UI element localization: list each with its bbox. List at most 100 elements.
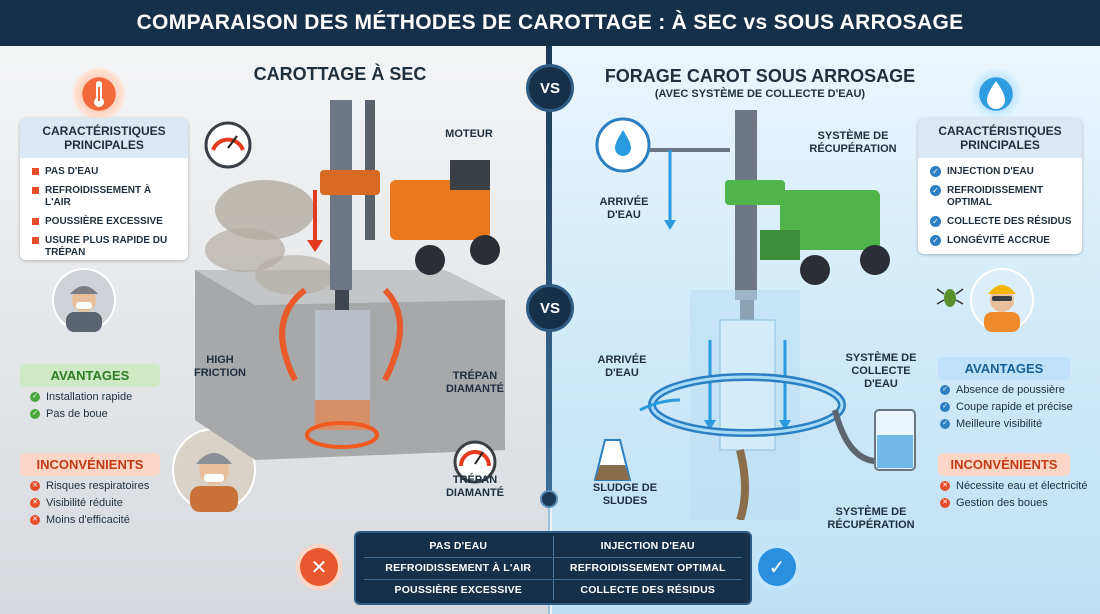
water-inlet-top-label: ARRIVÉE D'EAU	[599, 196, 649, 221]
advantage-text: Meilleure visibilité	[956, 418, 1043, 430]
dry-cell: PAS D'EAU	[429, 540, 488, 552]
wet-heading: FORAGE CAROT SOUS ARROSAGE	[604, 66, 916, 86]
advantage-text: Pas de boue	[46, 408, 108, 420]
list-item: ✓ Pas de boue	[30, 408, 170, 420]
dry-cell: POUSSIÈRE EXCESSIVE	[394, 584, 522, 596]
cross-icon: ✕	[940, 481, 950, 491]
vs-label-top: VS	[539, 79, 560, 97]
drawback-text: Gestion des boues	[956, 497, 1048, 509]
dry-heading: CAROTTAGE À SEC	[253, 64, 427, 84]
list-item: ✕ Visibilité réduite	[30, 497, 180, 509]
drawback-text: Risques respiratoires	[46, 480, 150, 492]
list-item: USURE PLUS RAPIDE DU TRÉPAN	[32, 235, 178, 259]
thermometer-icon	[73, 68, 125, 120]
drawback-text: Visibilité réduite	[46, 497, 123, 509]
cross-icon: ✕	[30, 481, 40, 491]
recovery-system-bottom-label: SYSTÈME DE RÉCUPÉRATION	[827, 506, 915, 531]
table-row: PAS D'EAU INJECTION D'EAU	[364, 536, 742, 556]
advantage-text: Coupe rapide et précise	[956, 401, 1073, 413]
check-icon: ✓	[930, 235, 941, 246]
dry-cell: REFROIDISSEMENT À L'AIR	[385, 562, 532, 574]
motor-label: MOTEUR	[445, 128, 493, 140]
feature-text: PAS D'EAU	[45, 166, 99, 177]
dry-drawbacks-title: INCONVÉNIENTS	[20, 453, 160, 476]
list-item: ✕ Gestion des boues	[940, 497, 1098, 509]
wet-advantages-title: AVANTAGES	[938, 357, 1070, 380]
list-item: ✓ LONGÉVITÉ ACCRUE	[930, 235, 1072, 247]
list-item: ✓Installation rapide	[30, 391, 170, 403]
check-icon: ✓	[930, 216, 941, 227]
feature-text: COLLECTE DES RÉSIDUS	[947, 216, 1072, 227]
thermometer-glyph	[94, 81, 104, 107]
column-separator	[552, 536, 554, 556]
list-item: ✓ Meilleure visibilité	[940, 418, 1090, 430]
list-item: ✓Absence de poussière	[940, 384, 1090, 396]
column-separator	[552, 580, 554, 600]
cross-icon: ✕	[940, 498, 950, 508]
bullet-square-icon	[32, 187, 39, 194]
check-icon: ✓	[30, 409, 40, 419]
wet-features-list: ✓INJECTION D'EAU ✓ REFROIDISSEMENT OPTIMA…	[918, 158, 1082, 260]
worker-mask-avatar	[52, 268, 116, 332]
wet-subheading: (AVEC SYSTÈME DE COLLECTE D'EAU)	[654, 88, 866, 100]
dry-features-title: CARACTÉRISTIQUES PRINCIPALES	[20, 118, 188, 158]
check-icon: ✓	[940, 402, 950, 412]
check-icon: ✓	[930, 185, 941, 196]
wet-drawbacks-list: ✕ Nécessite eau et électricité ✕ Gestion d…	[940, 480, 1098, 514]
table-row: REFROIDISSEMENT À L'AIR REFROIDISSEMENT …	[364, 558, 742, 578]
vs-badge-top: VS	[526, 64, 574, 112]
list-item: ✕ Risques respiratoires	[30, 480, 180, 492]
list-item: PAS D'EAU	[32, 166, 178, 178]
recovery-system-top-label: SYSTÈME DE RÉCUPÉRATION	[809, 130, 897, 155]
water-drop-icon	[970, 68, 1022, 120]
cross-icon: ✕	[30, 515, 40, 525]
drawback-text: Moins d'efficacité	[46, 514, 130, 526]
vs-label-middle: VS	[539, 299, 560, 317]
drawback-text: Nécessite eau et électricité	[956, 480, 1088, 492]
feature-text: REFROIDISSEMENT À L'AIR	[45, 185, 152, 208]
wet-check-badge-icon: ✓	[758, 548, 796, 586]
worker-helmet-avatar	[970, 268, 1034, 332]
list-item: ✓INJECTION D'EAU	[930, 166, 1072, 178]
dry-features-list: PAS D'EAU REFROIDISSEMENT À L'AIR POUSSI…	[20, 158, 188, 272]
cross-icon: ✕	[30, 498, 40, 508]
feature-text: LONGÉVITÉ ACCRUE	[947, 235, 1050, 246]
vs-badge-middle: VS	[526, 284, 574, 332]
list-item: ✓ REFROIDISSEMENT OPTIMAL	[930, 185, 1072, 209]
diamond-bit-label-2: TRÉPAN DIAMANTÉ	[445, 474, 505, 499]
wet-cell: INJECTION D'EAU	[600, 540, 695, 552]
list-item: ✕ Moins d'efficacité	[30, 514, 180, 526]
diamond-bit-label-1: TRÉPAN DIAMANTÉ	[445, 370, 505, 395]
comparison-table: PAS D'EAU INJECTION D'EAU REFROIDISSEMEN…	[354, 531, 752, 605]
feature-text: USURE PLUS RAPIDE DU TRÉPAN	[45, 235, 168, 258]
divider-end-dot	[540, 490, 558, 508]
bullet-square-icon	[32, 168, 39, 175]
check-icon: ✓	[940, 419, 950, 429]
check-icon: ✓	[940, 385, 950, 395]
list-item: ✓ COLLECTE DES RÉSIDUS	[930, 216, 1072, 228]
wet-features-title: CARACTÉRISTIQUES PRINCIPALES	[918, 118, 1082, 158]
wet-advantages-list: ✓Absence de poussière ✓ Coupe rapide et p…	[940, 384, 1090, 435]
feature-text: REFROIDISSEMENT OPTIMAL	[947, 185, 1044, 208]
friction-label: HIGH FRICTION	[194, 354, 246, 379]
sludge-label: SLUDGE DE SLUDES	[592, 482, 658, 507]
wet-features-card: CARACTÉRISTIQUES PRINCIPALES ✓INJECTION …	[918, 118, 1082, 254]
dry-advantages-title: AVANTAGES	[20, 364, 160, 387]
wet-cell: COLLECTE DES RÉSIDUS	[580, 584, 716, 596]
check-icon: ✓	[30, 392, 40, 402]
list-item: ✓ Coupe rapide et précise	[940, 401, 1090, 413]
insect-icon	[936, 288, 964, 307]
list-item: ✕ Nécessite eau et électricité	[940, 480, 1098, 492]
page-title-text: COMPARAISON DES MÉTHODES DE CAROTTAGE : …	[136, 11, 964, 34]
bullet-square-icon	[32, 237, 39, 244]
column-separator	[552, 558, 554, 578]
center-divider	[546, 46, 552, 500]
water-drop-glyph	[987, 81, 1005, 109]
page-title: COMPARAISON DES MÉTHODES DE CAROTTAGE : …	[0, 0, 1100, 46]
dry-advantages-list: ✓Installation rapide ✓ Pas de boue	[30, 391, 170, 425]
dry-drilling-illustration	[195, 100, 505, 484]
row-divider	[364, 557, 742, 558]
wet-cell: REFROIDISSEMENT OPTIMAL	[569, 562, 726, 574]
bullet-square-icon	[32, 218, 39, 225]
row-divider	[364, 579, 742, 580]
